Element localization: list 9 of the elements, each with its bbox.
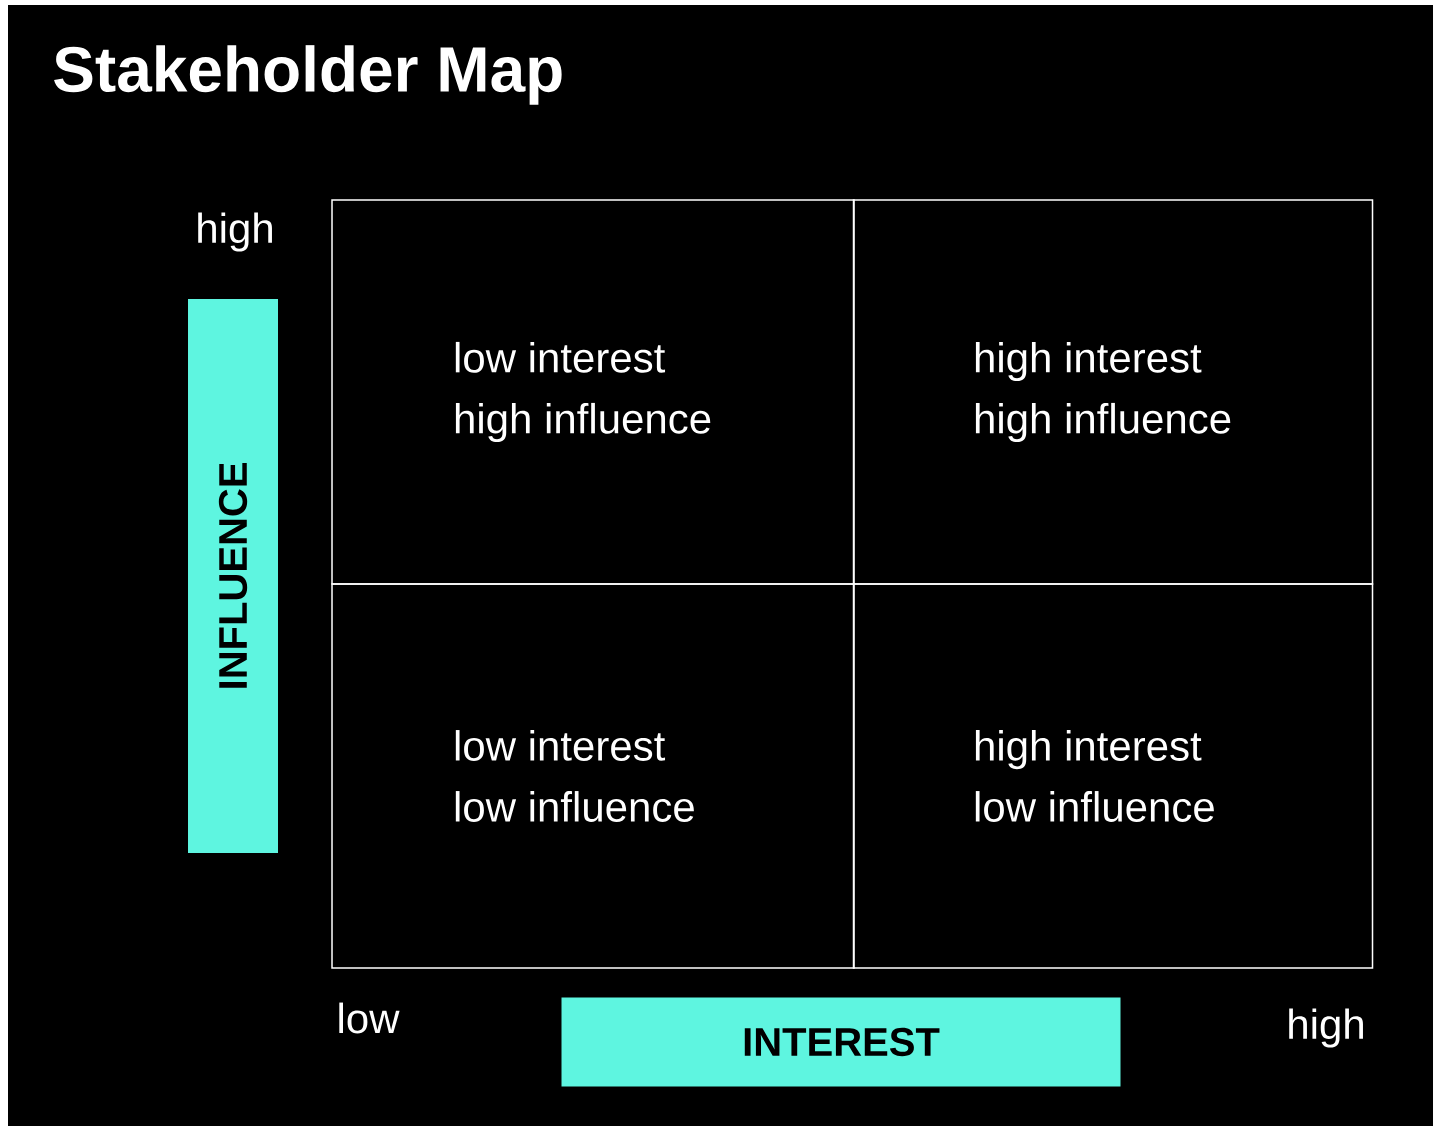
quadrant-cell: high interest low influence — [852, 583, 1374, 969]
axis-label: high — [198, 212, 272, 252]
title: Stakeholder Map — [54, 45, 562, 105]
axis-bar: INTEREST — [561, 997, 1121, 1087]
axis-bar: INFLUENCE — [188, 299, 278, 853]
axis-label: high — [1289, 1008, 1363, 1048]
quadrant-cell: low interest high influence — [331, 199, 855, 585]
quadrant-cell: low interest low influence — [331, 583, 855, 969]
quadrant-cell: high interest high influence — [852, 199, 1374, 585]
